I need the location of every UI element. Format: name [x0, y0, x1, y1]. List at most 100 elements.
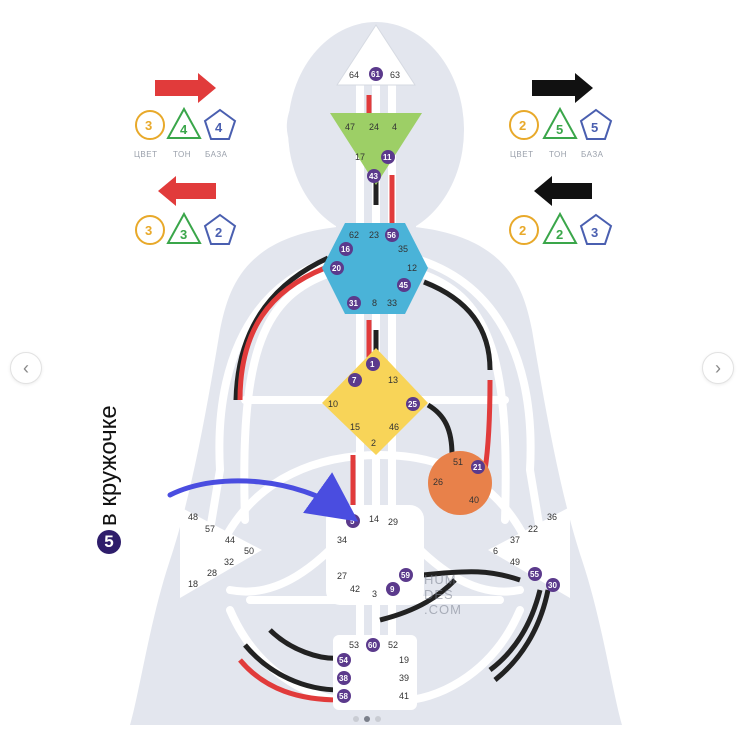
- gate-13: 13: [388, 375, 398, 385]
- legend-left-label-base: БАЗА: [205, 150, 228, 159]
- watermark-line: DES: [424, 587, 454, 602]
- gate-21: 21: [473, 463, 482, 472]
- gate-41: 41: [399, 691, 409, 701]
- carousel-dot[interactable]: [353, 716, 359, 722]
- legend-right-label-base: БАЗА: [581, 150, 604, 159]
- legend-right-label-color: ЦВЕТ: [510, 150, 533, 159]
- gate-36: 36: [547, 512, 557, 522]
- g-center: 1 7 13 10 25 15 46 2: [322, 348, 428, 455]
- gate-7: 7: [352, 376, 357, 385]
- annotation-text: в кружочке: [95, 405, 122, 526]
- legend-rt-tone: 5: [556, 122, 563, 137]
- arrow-left-icon: [158, 176, 216, 206]
- gate-8: 8: [372, 298, 377, 308]
- heart-center: 51 21 26 40: [428, 451, 492, 515]
- gate-59: 59: [401, 571, 410, 580]
- gate-61: 61: [371, 70, 380, 79]
- gate-52: 52: [388, 640, 398, 650]
- head-center: 64 61 63: [336, 24, 416, 86]
- gate-37: 37: [510, 535, 520, 545]
- gate-5: 5: [350, 517, 355, 526]
- gate-23: 23: [369, 230, 379, 240]
- gate-16: 16: [341, 245, 350, 254]
- gate-60: 60: [368, 641, 377, 650]
- gate-4: 4: [392, 122, 397, 132]
- gate-33: 33: [387, 298, 397, 308]
- gate-20: 20: [332, 264, 341, 273]
- gate-42: 42: [350, 584, 360, 594]
- gate-39: 39: [399, 673, 409, 683]
- legend-lb-base: 2: [215, 225, 222, 240]
- gate-12: 12: [407, 263, 417, 273]
- gate-45: 45: [399, 281, 408, 290]
- gate-46: 46: [389, 422, 399, 432]
- gate-18: 18: [188, 579, 198, 589]
- chevron-left-icon: ‹: [23, 358, 29, 378]
- legend-lt-color: 3: [145, 118, 152, 133]
- carousel-prev-button[interactable]: ‹: [10, 352, 42, 384]
- gate-43: 43: [369, 172, 378, 181]
- gate-25: 25: [408, 400, 417, 409]
- gate-35: 35: [398, 244, 408, 254]
- gate-64: 64: [349, 70, 359, 80]
- gate-9: 9: [390, 585, 395, 594]
- throat-center: 62 23 56 16 35 20 12 45 31 8 33: [322, 223, 428, 314]
- gate-14: 14: [369, 514, 379, 524]
- gate-57: 57: [205, 524, 215, 534]
- solar-plexus-center: 36 22 37 6 49 55 30: [488, 507, 570, 598]
- gate-34: 34: [337, 535, 347, 545]
- gate-40: 40: [469, 495, 479, 505]
- carousel-dots: [353, 716, 381, 722]
- legend-rt-color: 2: [519, 118, 526, 133]
- gate-19: 19: [399, 655, 409, 665]
- chevron-right-icon: ›: [715, 358, 721, 378]
- gate-28: 28: [207, 568, 217, 578]
- handwritten-annotation: 5 в кружочке: [95, 364, 122, 554]
- ajna-center: 47 24 4 17 11 43: [330, 113, 422, 185]
- gate-30: 30: [548, 581, 557, 590]
- gate-48: 48: [188, 512, 198, 522]
- root-center: 53 60 52 54 19 38 39 58 41: [333, 635, 417, 710]
- gate-31: 31: [349, 299, 358, 308]
- legend-lt-tone: 4: [180, 122, 188, 137]
- gate-63: 63: [390, 70, 400, 80]
- legend-lt-base: 4: [215, 120, 223, 135]
- gate-15: 15: [350, 422, 360, 432]
- legend-lb-color: 3: [145, 223, 152, 238]
- annotation-circle-number: 5: [97, 530, 121, 554]
- legend-rt-base: 5: [591, 120, 598, 135]
- gate-55: 55: [530, 570, 539, 579]
- gate-38: 38: [339, 674, 348, 683]
- legend-left-label-color: ЦВЕТ: [134, 150, 157, 159]
- watermark: HUM DES .COM: [424, 572, 484, 617]
- gate-51: 51: [453, 457, 463, 467]
- gate-26: 26: [433, 477, 443, 487]
- legend-rb-color: 2: [519, 223, 526, 238]
- gate-49: 49: [510, 557, 520, 567]
- gate-50: 50: [244, 546, 254, 556]
- arrow-right-icon: [155, 73, 216, 103]
- legend-rb-tone: 2: [556, 227, 563, 242]
- carousel-dot[interactable]: [375, 716, 381, 722]
- gate-58: 58: [339, 692, 348, 701]
- carousel-dot-active[interactable]: [364, 716, 370, 722]
- gate-3: 3: [372, 589, 377, 599]
- spleen-center: 48 57 44 50 32 28 18: [180, 507, 262, 598]
- gate-47: 47: [345, 122, 355, 132]
- carousel-next-button[interactable]: ›: [702, 352, 734, 384]
- gate-62: 62: [349, 230, 359, 240]
- gate-56: 56: [387, 231, 396, 240]
- annotation-arrow: [167, 472, 359, 522]
- gate-44: 44: [225, 535, 235, 545]
- legend-left-label-tone: ТОН: [173, 150, 191, 159]
- legend-lb-tone: 3: [180, 227, 187, 242]
- gate-53: 53: [349, 640, 359, 650]
- gate-2: 2: [371, 438, 376, 448]
- arrow-left-icon: [534, 176, 592, 206]
- gate-22: 22: [528, 524, 538, 534]
- legend-left: 3 4 4 ЦВЕТ ТОН БАЗА 3 3 2: [134, 73, 237, 245]
- gate-6: 6: [493, 546, 498, 556]
- gate-32: 32: [224, 557, 234, 567]
- gate-27: 27: [337, 571, 347, 581]
- arrow-right-icon: [532, 73, 593, 103]
